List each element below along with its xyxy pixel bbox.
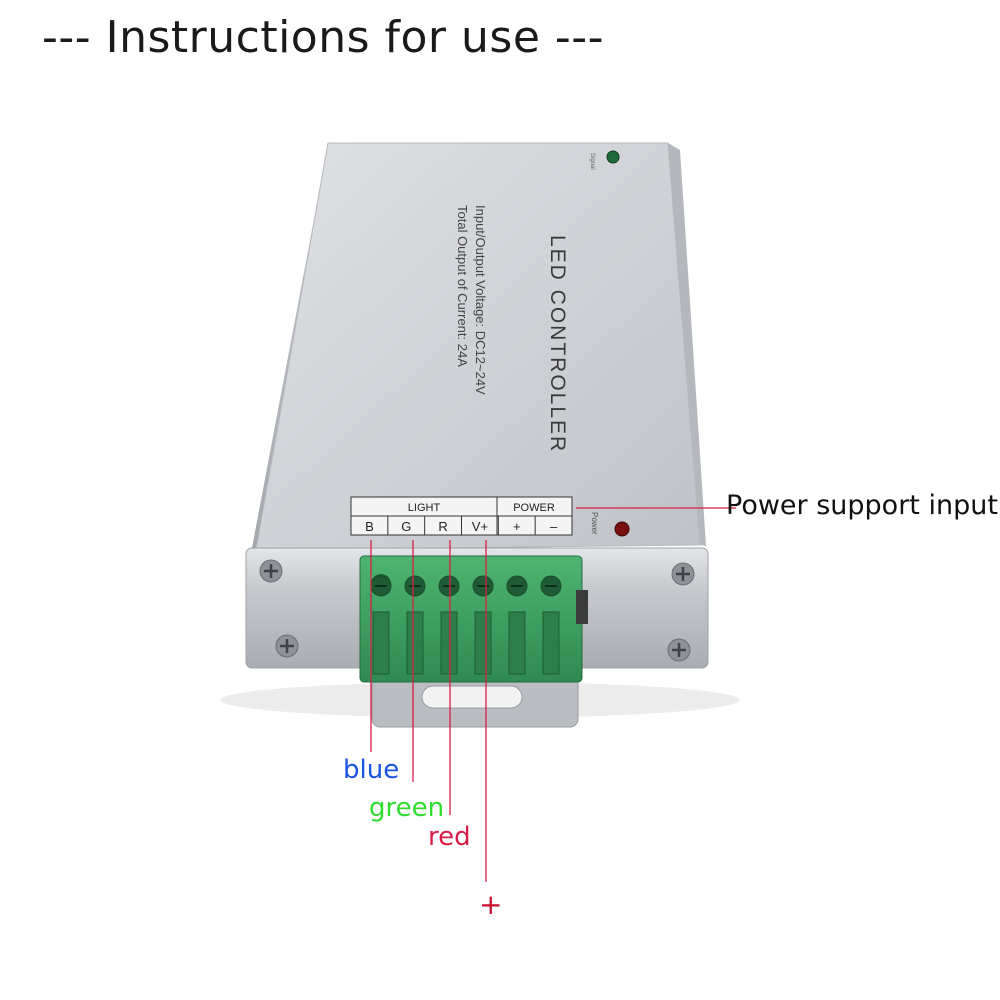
power-led-icon <box>614 521 630 537</box>
screw-icon <box>259 559 283 583</box>
device-spec-voltage: Input/Output Voltage: DC12~24V <box>473 205 488 395</box>
screw-icon <box>667 638 691 662</box>
mounting-slot <box>421 685 523 709</box>
terminal-rib <box>542 611 560 675</box>
terminal-rib <box>372 611 390 675</box>
power-support-input-label: Power support input <box>726 490 998 521</box>
light-group-label: LIGHT <box>408 502 441 514</box>
pin-label: G <box>401 519 411 534</box>
terminal-rib <box>406 611 424 675</box>
power-group-label: POWER <box>513 502 555 514</box>
pin-label: – <box>550 519 558 534</box>
device-spec-current: Total Output of Current: 24A <box>455 205 470 367</box>
pin-label: B <box>365 519 374 534</box>
power-led-label: Power <box>590 512 599 535</box>
device-name: LED CONTROLLER <box>546 235 569 453</box>
screw-icon <box>671 562 695 586</box>
blue-wire-label: blue <box>343 755 400 785</box>
signal-led-label: Signal <box>589 153 595 170</box>
page-title: --- Instructions for use --- <box>42 12 605 63</box>
terminal-rib <box>508 611 526 675</box>
green-wire-label: green <box>369 793 445 823</box>
plus-wire-label: + <box>479 888 503 921</box>
red-wire-label: red <box>428 822 471 852</box>
terminal-rib <box>440 611 458 675</box>
connector-stub <box>576 590 588 624</box>
pin-label: + <box>513 519 521 534</box>
terminal-rib <box>474 611 492 675</box>
pin-label: R <box>438 519 447 534</box>
screw-icon <box>275 634 299 658</box>
case-right-side <box>668 143 706 546</box>
signal-led-icon <box>606 150 620 164</box>
pin-label: V+ <box>472 519 488 534</box>
